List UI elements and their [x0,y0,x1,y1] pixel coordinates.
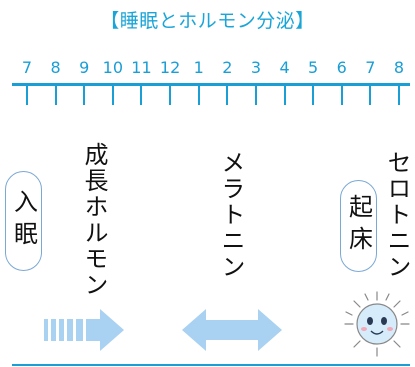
striped-right-arrow-icon [44,309,124,351]
hour-label: 7 [21,58,33,77]
hour-tick [312,85,315,105]
hour-label: 3 [250,58,262,77]
smiling-sun-icon [344,291,410,357]
hour-label: 12 [159,58,181,77]
hour-label: 6 [336,58,347,77]
hour-tick [54,85,57,105]
double-headed-arrow-icon [182,309,282,351]
hour-tick [197,85,200,105]
melatonin-label: メラトニン [217,150,245,280]
hour-label: 1 [193,58,204,77]
hour-label: 4 [279,58,290,77]
hour-tick [83,85,86,105]
hour-label: 8 [393,58,405,77]
diagram-title: 【睡眠とホルモン分泌】 [100,10,315,32]
hour-label: 10 [102,58,124,77]
hour-label: 8 [50,58,61,77]
hour-label: 7 [365,58,376,77]
hour-tick [226,85,229,105]
hour-tick [340,85,343,105]
hour-tick [398,85,400,105]
hour-tick [26,85,28,105]
growth-hormone-label: 成長ホルモン [80,142,108,298]
hour-tick [369,85,372,105]
serotonin-label: セロトニン [383,150,411,280]
sleep-onset-label: 入眠 [9,189,38,253]
hour-tick [283,85,286,105]
sleep-onset-badge: 入眠 [5,171,42,271]
bottom-axis [12,364,410,366]
wake-label: 起床 [344,194,373,258]
timeline-axis [12,83,410,86]
hour-tick [254,85,257,105]
hour-tick [169,85,172,105]
hour-label: 5 [308,58,319,77]
hour-tick [111,85,114,105]
hour-label: 9 [79,58,90,77]
hour-tick [140,85,143,105]
hour-label: 11 [131,58,152,77]
wake-badge: 起床 [340,180,377,272]
hour-label: 2 [222,58,233,77]
